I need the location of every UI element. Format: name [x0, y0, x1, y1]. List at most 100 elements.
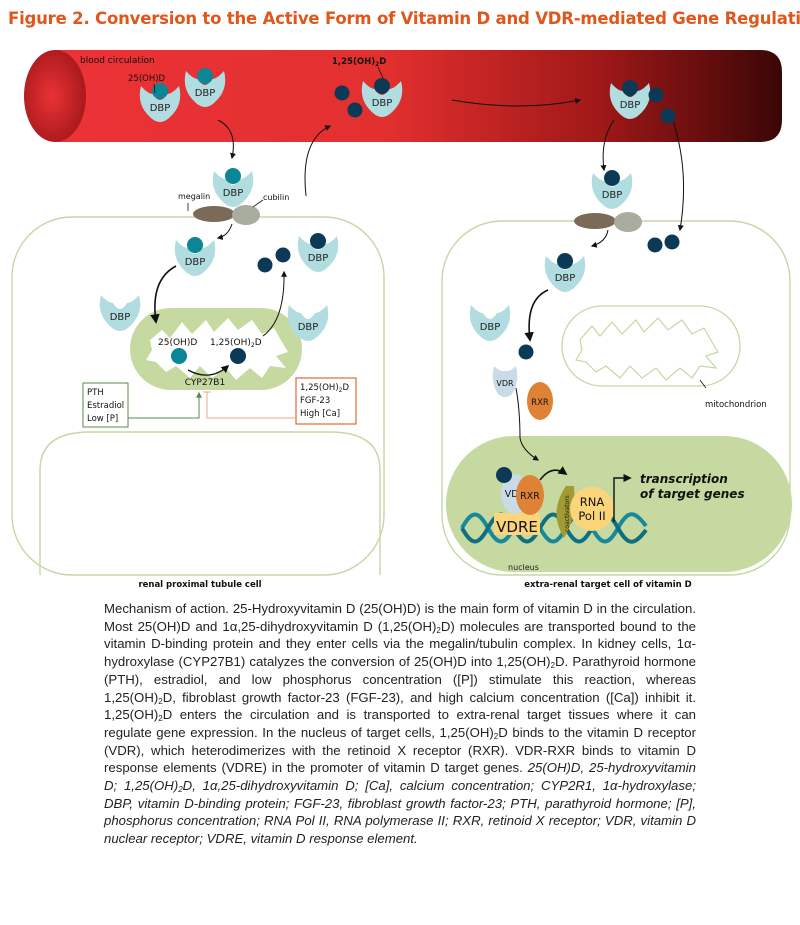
dbp-shape — [544, 256, 586, 292]
calcitriol-molecule — [310, 233, 326, 249]
mito-calcitriol-label: 1,25(OH)2D — [210, 338, 262, 349]
dbp-shape — [287, 305, 329, 341]
arrow-endocytosis — [216, 223, 233, 240]
arrow-into-mito — [150, 265, 177, 324]
dbp-label: DBP — [602, 190, 623, 201]
dbp-label: DBP — [185, 257, 206, 268]
vdre-element — [494, 513, 540, 535]
dbp-shape — [174, 240, 216, 276]
free-calcitriol-molecule — [660, 108, 676, 124]
rna-pol-label-1: RNA — [580, 495, 605, 509]
mito-calcidiol-label: 25(OH)D — [158, 338, 197, 348]
dbp-label: DBP — [555, 273, 576, 284]
arrow-target-endocytosis — [590, 229, 609, 248]
dbp-shape — [212, 171, 254, 207]
inhibitor-calcitriol: 1,25(OH)2D — [300, 383, 349, 394]
dbp-protein: DBP — [469, 305, 511, 341]
inhibitors-box — [295, 377, 357, 425]
megalin-left — [193, 206, 235, 222]
calcidiol-molecule — [171, 348, 187, 364]
mitochondrion-label: mitochondrion — [705, 400, 767, 410]
caption-main: Mechanism of action. 25-Hydroxyvitamin D… — [104, 601, 696, 776]
dbp-protein: DBP — [544, 253, 586, 292]
calcitriol-bound — [496, 467, 512, 483]
vdre-label: VDRE — [496, 518, 538, 536]
vdr-cytoplasmic-label: VDR — [496, 379, 514, 388]
calcitriol-pointer — [377, 66, 384, 79]
rxr-label: RXR — [520, 491, 540, 502]
transcription-label-2: of target genes — [640, 487, 745, 501]
cubilin-left — [232, 205, 260, 225]
stimulate-arrow — [128, 391, 202, 419]
arrow-to-target-megalin — [600, 119, 615, 172]
arrow-free-entry — [671, 117, 685, 232]
arrow-dbp-to-megalin — [217, 119, 236, 160]
caption-abbreviations: 25(OH)D, 25-hydroxyvitamin D; 1,25(OH)2D… — [104, 760, 696, 847]
dbp-protein: DBP — [174, 237, 216, 276]
free-calcitriol-molecule — [518, 344, 534, 360]
dbp-shape — [361, 81, 403, 117]
free-calcitriol-molecule — [257, 257, 273, 273]
dbp-shape — [99, 295, 141, 331]
transport-arrows — [150, 97, 685, 461]
dna-helix — [460, 512, 648, 544]
calcidiol-molecule — [187, 237, 203, 253]
calcitriol-molecule — [604, 170, 620, 186]
calcitriol-molecule — [374, 78, 390, 94]
target-mitochondrion — [561, 305, 741, 387]
conversion-arrow — [187, 364, 230, 376]
inhibitor-fgf23: FGF-23 — [300, 396, 330, 406]
figure-caption: Mechanism of action. 25-Hydroxyvitamin D… — [104, 600, 696, 848]
dbp-protein: DBP — [99, 295, 141, 331]
vessel-cross-section — [24, 50, 86, 142]
free-calcitriol-molecule — [647, 237, 663, 253]
calcitriol-label: 1,25(OH)2D — [332, 57, 386, 68]
dbp-protein: DBP — [591, 170, 633, 209]
calcitriol-molecule — [557, 253, 573, 269]
coactivators-label: coactivators — [564, 495, 571, 532]
dbp-shape — [609, 83, 651, 119]
renal-cell-nucleus-outline — [39, 431, 381, 575]
free-calcitriol-molecule — [347, 102, 363, 118]
rna-pol-label-2: Pol II — [578, 509, 605, 523]
stimulator-low-p: Low [P] — [87, 414, 118, 424]
rxr-cytoplasmic — [527, 382, 553, 420]
dbp-protein: DBP — [287, 305, 329, 341]
dbp-protein: DBP — [212, 168, 254, 207]
renal-mitochondrion — [130, 308, 302, 390]
vdr-cytoplasmic — [492, 366, 518, 397]
arrow-to-circulation — [304, 125, 332, 197]
coactivators — [556, 486, 575, 538]
dbp-shape — [297, 236, 339, 272]
calcidiol-label: 25(OH)D — [128, 74, 166, 84]
figure-title: Figure 2. Conversion to the Active Form … — [8, 9, 800, 28]
free-calcitriol-molecule — [664, 234, 680, 250]
megalin-right — [574, 213, 616, 229]
stimulator-pth: PTH — [87, 388, 104, 398]
dbp-shape — [469, 305, 511, 341]
dbp-protein: DBP — [361, 78, 403, 117]
dbp-label: DBP — [150, 103, 171, 114]
blood-vessel: blood circulation — [24, 50, 782, 142]
target-cell-nucleus — [446, 436, 792, 572]
arrow-blood-flow — [451, 97, 582, 107]
blood-circulation-label: blood circulation — [80, 56, 155, 66]
transcription-label-1: transcription — [640, 472, 728, 486]
arrow-to-nucleus — [515, 387, 540, 461]
arrow-release — [524, 289, 549, 342]
inhibit-line — [203, 391, 296, 419]
dbp-label: DBP — [308, 253, 329, 264]
renal-cell-label: renal proximal tubule cell — [138, 580, 261, 590]
calcidiol-pointer — [153, 83, 156, 94]
dbp-shape — [139, 86, 181, 122]
stimulator-estradiol: Estradiol — [87, 401, 124, 411]
calcidiol-molecule — [225, 168, 241, 184]
arrow-out-of-mito — [262, 270, 288, 337]
dbp-label: DBP — [372, 98, 393, 109]
dbp-protein: DBP — [184, 68, 226, 107]
dbp-label: DBP — [223, 188, 244, 199]
rxr-receptor — [516, 475, 544, 515]
rxr-cytoplasmic-label: RXR — [531, 398, 549, 408]
inhibitor-high-ca: High [Ca] — [300, 409, 340, 419]
stimulators-box — [82, 382, 129, 428]
